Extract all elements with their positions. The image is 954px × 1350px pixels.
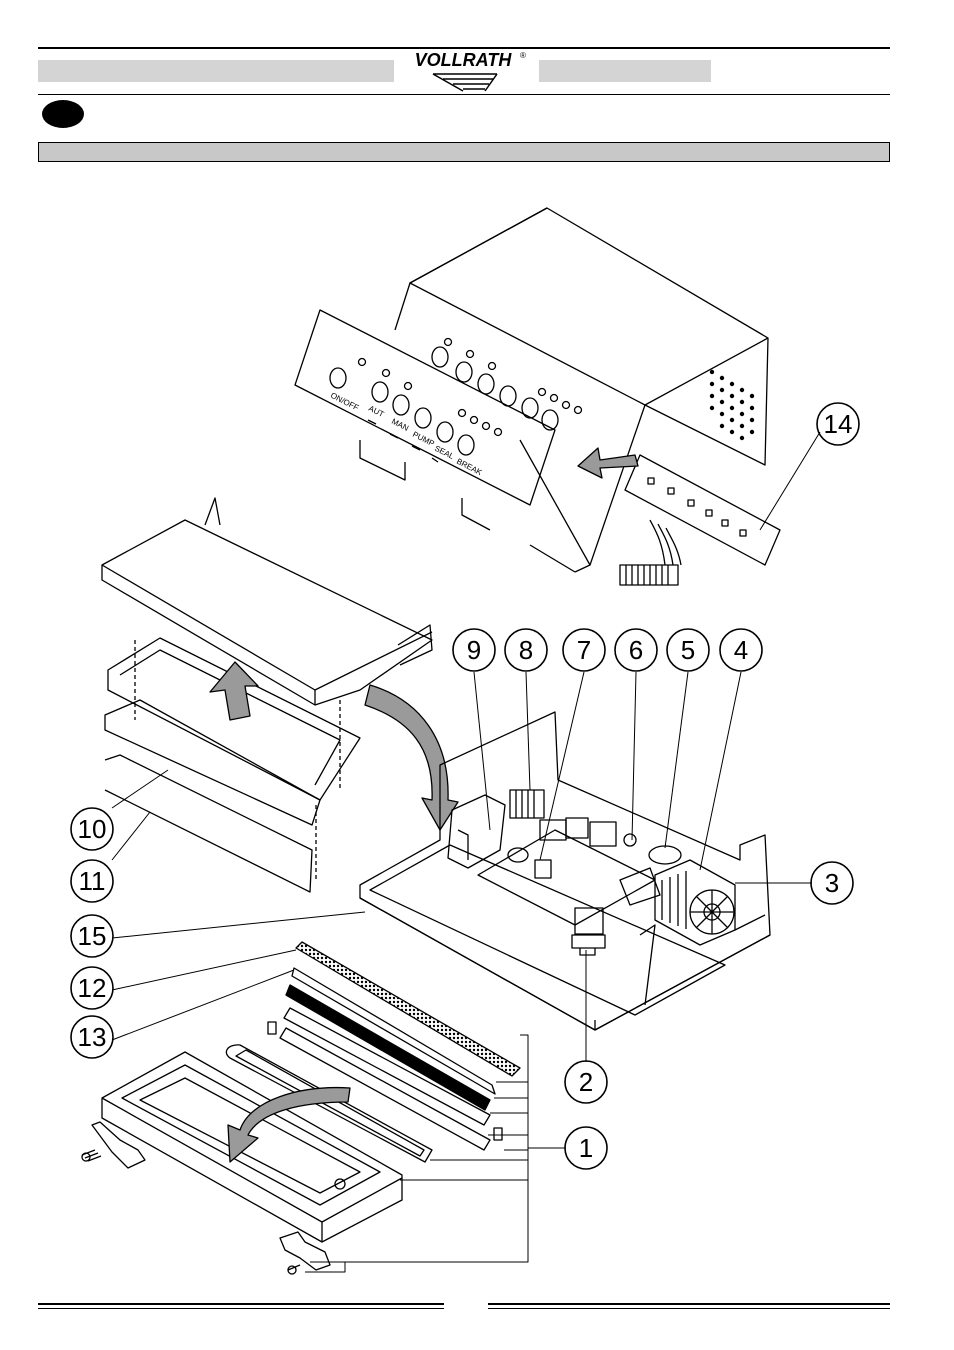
callout-10: 10 [78,814,107,844]
rear-control-board [620,455,780,585]
callout-2: 2 [579,1067,593,1097]
transfer-arrow [365,685,458,830]
callout-13: 13 [78,1022,107,1052]
pin-part-right [494,1128,502,1140]
sealing-strips [280,942,520,1150]
callout-14: 14 [824,409,853,439]
top-cover [360,208,768,572]
callout-3: 3 [825,868,839,898]
control-label-panel [295,310,555,505]
callout-11: 11 [79,866,106,896]
callout-15: 15 [78,921,107,951]
label-aut: AUT [367,404,385,419]
callout-6: 6 [629,635,643,665]
solenoid-valve [572,908,605,955]
lift-arrow [210,662,258,720]
vent-grid [710,370,754,440]
callout-4: 4 [734,635,748,665]
callout-7: 7 [577,635,591,665]
callout-5: 5 [681,635,695,665]
vacuum-pump-motor [620,846,735,945]
callout-1: 1 [579,1133,593,1163]
pin-part [268,1022,276,1034]
screw-clips-left [82,1122,145,1168]
panel-label-group: ON/OFF AUT MAN PUMP SEAL BREAK [329,391,484,478]
label-seal: SEAL [433,444,456,462]
label-man: MAN [390,417,410,433]
callout-numbers: 14 9 8 7 6 5 4 3 10 11 15 12 13 2 1 [78,409,853,1163]
callout-8: 8 [519,635,533,665]
label-on-off: ON/OFF [329,391,360,413]
callout-12: 12 [78,973,107,1003]
callout-9: 9 [467,635,481,665]
